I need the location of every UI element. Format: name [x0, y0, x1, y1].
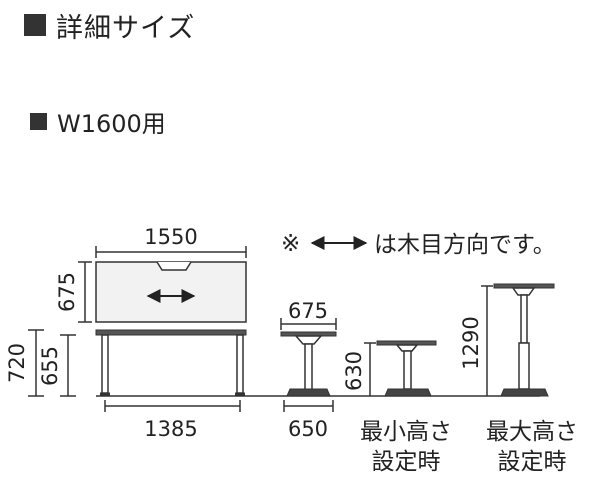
side-column [304, 343, 313, 391]
square-bullet-icon [30, 112, 47, 130]
min-base [384, 388, 432, 397]
note-mark: ※ [281, 231, 300, 257]
base-width-label: 1385 [144, 417, 197, 441]
min-caption-line1: 最小高さ [360, 419, 452, 445]
max-caption-line1: 最大高さ [486, 419, 578, 445]
desk-height-label: 720 [5, 343, 29, 383]
min-caption-line2: 設定時 [372, 449, 441, 475]
square-bullet-icon [24, 14, 46, 36]
min-height-label: 630 [342, 351, 366, 391]
min-column [403, 350, 412, 390]
right-leg [236, 334, 244, 394]
top-depth-label: 675 [55, 272, 79, 312]
desktop-outline [95, 261, 247, 323]
desk-side-view: 675 650 [280, 299, 337, 441]
left-leg [101, 334, 109, 394]
desktop-edge [95, 329, 247, 336]
max-caption-line2: 設定時 [498, 449, 567, 475]
max-base [500, 388, 549, 397]
desk-top-view: 1550 675 [55, 225, 247, 323]
side-base-label: 650 [288, 417, 328, 441]
leg-height-label: 655 [38, 346, 62, 386]
desk-front-view: 720 655 1385 [5, 329, 540, 441]
side-bracket [294, 335, 323, 345]
variant-heading: W1600用 [30, 106, 166, 138]
note-text: は木目方向です。 [374, 232, 556, 258]
max-column-lower [518, 342, 530, 390]
side-base [286, 388, 331, 397]
max-height-label: 1290 [459, 316, 483, 369]
variant-label: W1600用 [57, 109, 166, 138]
grain-direction-note: ※ は木目方向です。 [281, 231, 556, 258]
section-title: 詳細サイズ [56, 12, 196, 44]
side-depth-label: 675 [288, 299, 328, 323]
max-column-upper [520, 294, 528, 344]
max-height-view: 1290 [459, 283, 555, 397]
section-heading: 詳細サイズ [24, 8, 196, 44]
min-height-view: 630 [342, 340, 437, 397]
top-width-label: 1550 [144, 225, 197, 249]
cable-notch [156, 261, 192, 271]
